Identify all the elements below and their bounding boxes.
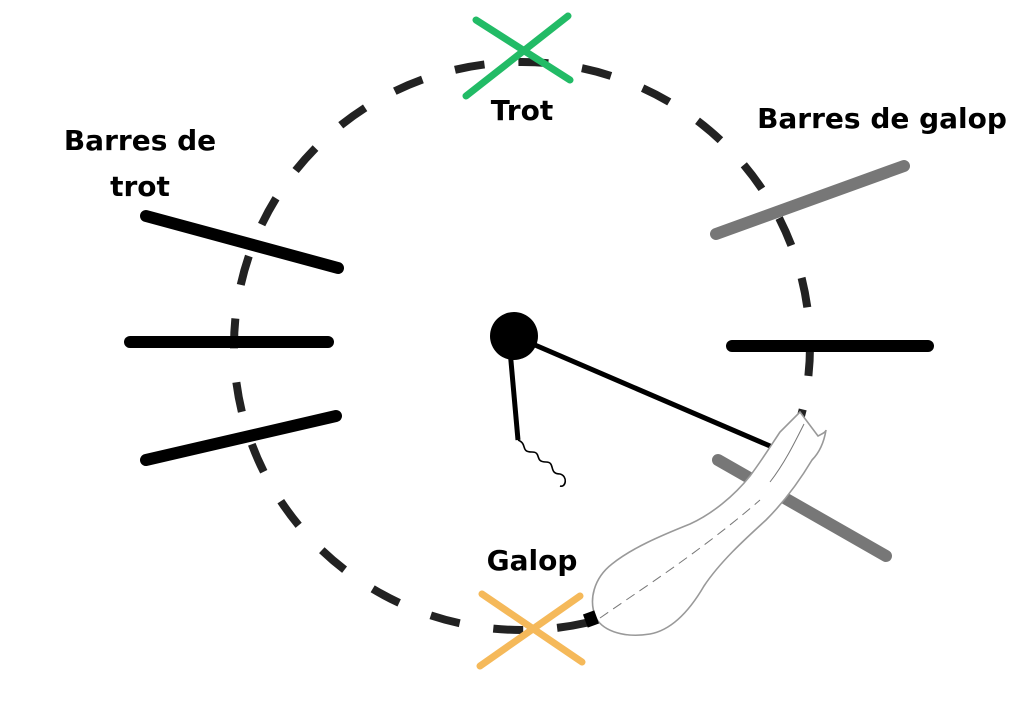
horse-tail — [582, 610, 600, 628]
galop-pole-bottom — [712, 454, 892, 562]
galop-marker-icon — [476, 590, 586, 670]
galop-poles — [710, 160, 910, 562]
trot-pole-top — [140, 210, 344, 274]
lunge-whip-icon — [507, 349, 567, 487]
trot-poles — [124, 210, 344, 466]
label-trot: Trot — [490, 94, 554, 127]
lunge-line — [513, 333, 785, 455]
galop-pole-top — [710, 160, 910, 240]
trot-pole-bottom — [140, 410, 342, 466]
trot-marker-icon — [462, 12, 574, 100]
lunger-dot-icon — [490, 312, 538, 360]
horse-top-view-icon — [591, 410, 827, 636]
label-galop: Galop — [486, 544, 578, 577]
label-barres-de-galop: Barres de galop — [757, 102, 1007, 135]
label-barres-de-trot: Barres de trot — [63, 124, 217, 203]
